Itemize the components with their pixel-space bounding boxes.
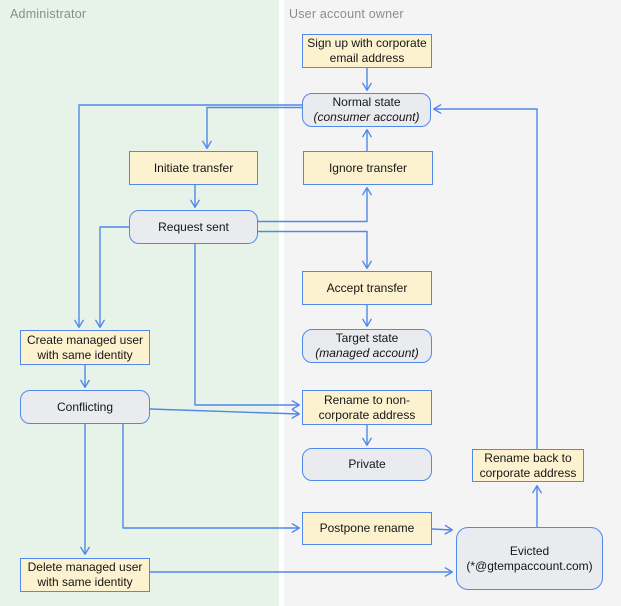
node-rename-back-to-corporate: Rename back to corporate address xyxy=(472,449,584,482)
node-request-sent: Request sent xyxy=(129,210,258,244)
node-create-managed-user-label: Create managed user with same identity xyxy=(26,332,144,362)
node-normal-state-sublabel: (consumer account) xyxy=(313,110,420,124)
node-evicted-label: Evicted xyxy=(509,543,550,558)
node-create-managed-user: Create managed user with same identity xyxy=(20,330,150,365)
node-target-state-label: Target state xyxy=(335,331,399,345)
node-request-sent-label: Request sent xyxy=(158,219,229,234)
node-normal-state: Normal state (consumer account) xyxy=(302,93,431,127)
node-conflicting: Conflicting xyxy=(20,390,150,424)
node-accept-transfer: Accept transfer xyxy=(302,271,432,305)
node-signup-label: Sign up with corporate email address xyxy=(307,36,427,65)
administrator-lane-label: Administrator xyxy=(10,7,87,21)
node-postpone-rename: Postpone rename xyxy=(302,512,432,545)
user-account-owner-lane-label: User account owner xyxy=(289,7,404,21)
node-ignore-transfer-label: Ignore transfer xyxy=(328,160,408,175)
node-target-state-sublabel: (managed account) xyxy=(315,346,419,360)
node-rename-to-non-corporate-label: Rename to non-corporate address xyxy=(318,392,416,422)
node-private: Private xyxy=(302,448,432,481)
node-normal-state-label: Normal state xyxy=(332,95,401,109)
node-rename-to-non-corporate: Rename to non-corporate address xyxy=(302,390,432,425)
node-initiate-transfer: Initiate transfer xyxy=(129,151,258,185)
node-conflicting-label: Conflicting xyxy=(56,399,114,414)
node-postpone-rename-label: Postpone rename xyxy=(319,521,415,535)
node-delete-managed-user: Delete managed user with same identity xyxy=(20,558,150,592)
node-delete-managed-user-label: Delete managed user with same identity xyxy=(27,560,143,589)
node-rename-back-to-corporate-label: Rename back to corporate address xyxy=(479,450,577,480)
node-evicted-sublabel: (*@gtempaccount.com) xyxy=(466,558,593,573)
node-initiate-transfer-label: Initiate transfer xyxy=(153,160,234,175)
administrator-lane xyxy=(0,0,279,606)
node-accept-transfer-label: Accept transfer xyxy=(326,280,408,295)
node-target-state: Target state (managed account) xyxy=(302,329,432,363)
node-private-label: Private xyxy=(348,457,386,471)
node-ignore-transfer: Ignore transfer xyxy=(303,151,433,185)
node-signup: Sign up with corporate email address xyxy=(302,34,432,68)
node-evicted: Evicted (*@gtempaccount.com) xyxy=(456,527,603,590)
